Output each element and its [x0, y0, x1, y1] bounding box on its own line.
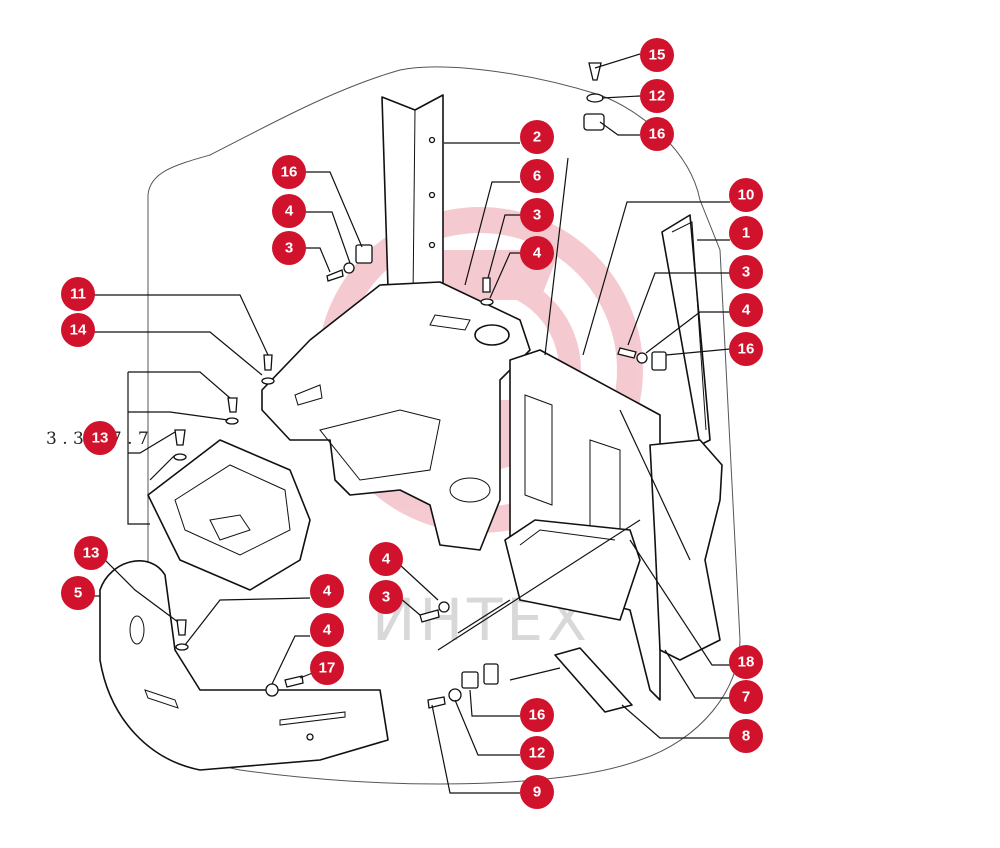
callout-2: 2: [520, 120, 554, 154]
callout-label: 13: [83, 545, 100, 562]
callout-label: 16: [649, 126, 666, 143]
callout-3-a: 3: [272, 231, 306, 265]
callout-12: 12: [520, 736, 554, 770]
callout-label: 4: [742, 302, 751, 319]
callout-label: 15: [649, 47, 666, 64]
pillar-part: [381, 94, 444, 299]
callout-4-f: 4: [310, 613, 344, 647]
callout-4-c: 4: [729, 293, 763, 327]
callout-14: 14: [61, 313, 95, 347]
console-box-part: [147, 439, 311, 591]
callout-label: 10: [738, 187, 755, 204]
callout-4-e: 4: [310, 574, 344, 608]
callout-label: 16: [529, 707, 546, 724]
callout-15-top: 15: [640, 38, 674, 72]
callout-10: 10: [729, 178, 763, 212]
callout-3-b: 3: [520, 198, 554, 232]
callout-4-b: 4: [520, 236, 554, 270]
callout-9: 9: [520, 775, 554, 809]
callout-label: 8: [742, 728, 750, 745]
callout-label: 9: [533, 784, 541, 801]
callout-11: 11: [61, 277, 95, 311]
callout-12-top: 12: [640, 79, 674, 113]
callout-label: 3: [742, 264, 750, 281]
side-wall-part: [649, 439, 723, 661]
rear-panel-part: [261, 281, 531, 551]
callout-label: 18: [738, 654, 755, 671]
bumper-part: [99, 560, 389, 771]
callout-13: 13: [74, 536, 108, 570]
callout-13-mid: 13: [83, 421, 117, 455]
callout-4-d: 4: [369, 542, 403, 576]
callout-label: 16: [738, 341, 755, 358]
clip-nut-16: [355, 244, 373, 264]
washer-4: [343, 262, 355, 274]
callout-label: 6: [533, 168, 541, 185]
callout-label: 5: [74, 585, 82, 602]
callout-18: 18: [729, 645, 763, 679]
callout-16-b: 16: [729, 332, 763, 366]
callout-label: 3: [382, 589, 390, 606]
callout-label: 3: [285, 240, 293, 257]
tray-part: [504, 519, 641, 621]
callout-4-a: 4: [272, 194, 306, 228]
callout-7: 7: [729, 680, 763, 714]
callout-label: 4: [323, 622, 332, 639]
callout-3-d: 3: [369, 580, 403, 614]
callout-3-c: 3: [729, 255, 763, 289]
leader-lines: [80, 53, 731, 794]
callout-8: 8: [729, 719, 763, 753]
callout-6: 6: [520, 159, 554, 193]
cab-outline: [147, 66, 741, 785]
callout-label: 4: [285, 203, 294, 220]
callout-label: 7: [742, 689, 750, 706]
callout-16-a: 16: [272, 155, 306, 189]
callout-label: 13: [92, 430, 109, 447]
callout-label: 2: [533, 129, 541, 146]
plate-part: [554, 647, 633, 713]
callout-label: 12: [649, 88, 666, 105]
callout-label: 3: [533, 207, 541, 224]
hardware-group: [173, 62, 667, 709]
callout-label: 4: [533, 245, 542, 262]
callout-label: 14: [70, 322, 87, 339]
callout-label: 16: [281, 164, 298, 181]
callout-1: 1: [729, 216, 763, 250]
callout-label: 17: [319, 660, 336, 677]
callout-16-c: 16: [520, 698, 554, 732]
callout-17: 17: [310, 651, 344, 685]
trim-strip-part: [661, 214, 711, 446]
callout-label: 4: [323, 583, 332, 600]
callout-label: 11: [70, 286, 86, 303]
callout-label: 1: [742, 225, 750, 242]
callout-label: 4: [382, 551, 391, 568]
callout-16-top: 16: [640, 117, 674, 151]
callout-5: 5: [61, 576, 95, 610]
screw-3: [326, 269, 344, 282]
callout-label: 12: [529, 745, 546, 762]
